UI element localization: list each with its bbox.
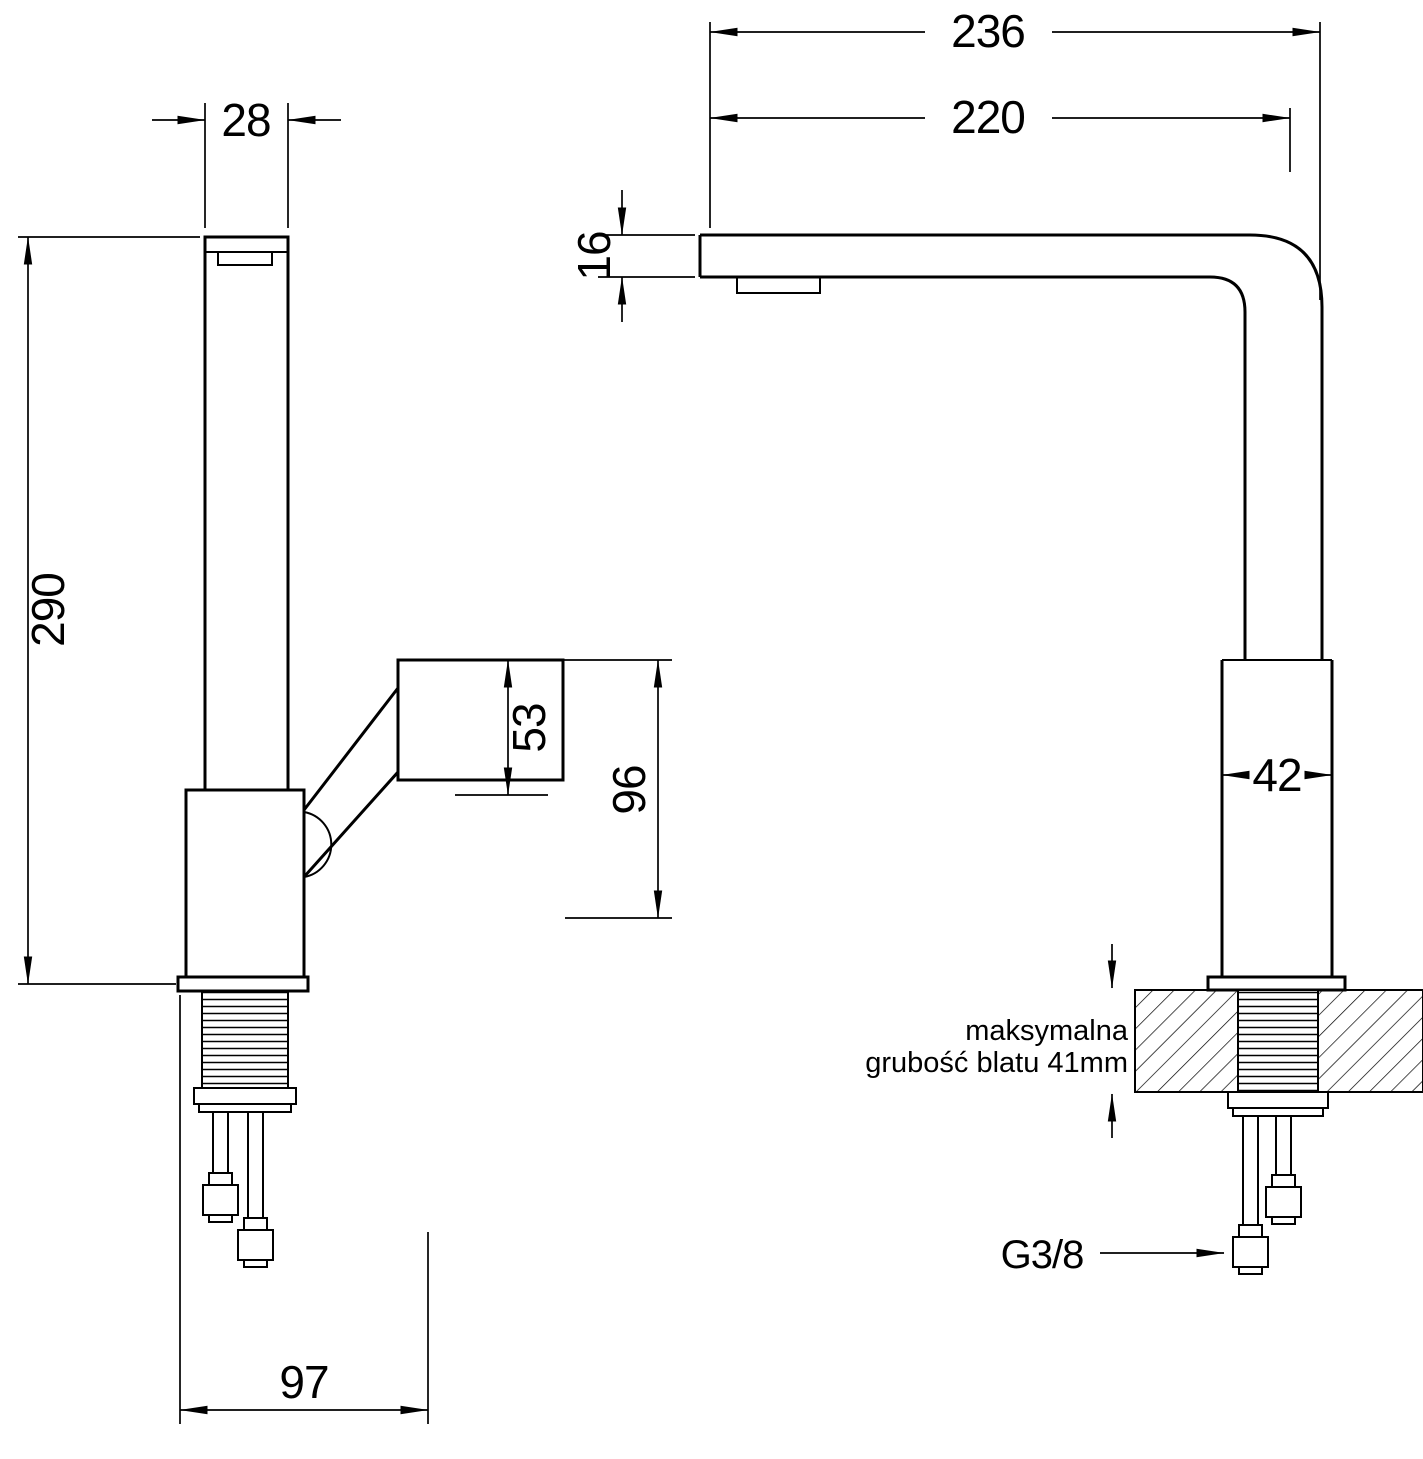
dim-spout-width-label: 28 [221, 94, 270, 146]
hose-crimp [243, 1217, 268, 1231]
dim-body-width-label: 42 [1252, 749, 1301, 801]
threaded-shank-side [201, 990, 289, 1089]
base-flange-side [176, 975, 310, 993]
side-view-mounting-hardware [193, 990, 297, 1268]
thread-callout-label: G3/8 [1001, 1233, 1084, 1277]
hose-tip [1271, 1216, 1296, 1225]
countertop-note-line1: maksymalna [965, 1015, 1129, 1047]
hose-crimp [1271, 1174, 1296, 1188]
front-view-mounting-hardware [1227, 989, 1329, 1275]
hose-connector [1232, 1236, 1269, 1268]
threaded-shank-front [1237, 989, 1319, 1093]
handle-pivot [303, 811, 333, 878]
dim-spout-reach: 220 [709, 91, 1291, 172]
dim-spout-reach-label: 220 [951, 91, 1025, 143]
dim-handle-height-label: 96 [603, 765, 655, 814]
hose-tip [208, 1214, 233, 1223]
hose-tip [243, 1259, 268, 1268]
dim-total-height: 290 [18, 236, 200, 985]
mounting-nut-side [193, 1087, 297, 1105]
hose-crimp [1238, 1224, 1263, 1238]
dim-spout-thickness-label: 16 [568, 231, 620, 280]
spout-inner-edge [700, 275, 1247, 660]
hose-connector [1265, 1186, 1302, 1218]
supply-hose-right [237, 1112, 274, 1268]
dim-spout-thickness: 16 [568, 190, 695, 322]
hose-connector [237, 1229, 274, 1261]
dim-handle-offset-label: 53 [503, 703, 555, 752]
spout-column [203, 235, 290, 790]
hose-connector [202, 1184, 239, 1216]
dim-base-depth-label: 97 [279, 1356, 328, 1408]
countertop: maksymalna grubość blatu 41mm [865, 944, 1423, 1138]
dim-total-reach-label: 236 [951, 5, 1025, 57]
countertop-note-line2: grubość blatu 41mm [865, 1047, 1128, 1079]
supply-hose-left [202, 1112, 239, 1223]
dim-total-height-label: 290 [22, 573, 74, 647]
washer-side [198, 1103, 292, 1113]
base-flange-front [1206, 975, 1347, 992]
mixer-body-side [184, 788, 306, 977]
thread-callout: G3/8 [1001, 1233, 1225, 1277]
front-view: maksymalna grubość blatu 41mm [568, 5, 1423, 1277]
mixer-body-front [1220, 660, 1334, 977]
mounting-nut-front [1227, 1091, 1329, 1109]
supply-hose-left [1232, 1116, 1269, 1275]
dim-spout-width: 28 [152, 94, 341, 228]
side-view: 28 290 53 96 97 [18, 94, 672, 1424]
supply-hose-right [1265, 1116, 1302, 1225]
handle-lever [302, 683, 400, 881]
washer-front [1232, 1107, 1324, 1117]
dim-body-width: 42 [1221, 749, 1333, 801]
dim-handle-height: 96 [565, 659, 672, 919]
hose-crimp [208, 1172, 233, 1186]
hose-tip [1238, 1266, 1263, 1275]
front-view-faucet-outline [698, 233, 1347, 992]
dim-base-depth: 97 [179, 995, 429, 1424]
dim-total-reach: 236 [709, 5, 1321, 300]
aerator-front [736, 276, 821, 294]
dim-handle-offset: 53 [455, 659, 672, 796]
side-view-faucet-outline [176, 235, 565, 993]
aerator-side [217, 251, 273, 266]
spout-outer-edge [700, 233, 1324, 660]
